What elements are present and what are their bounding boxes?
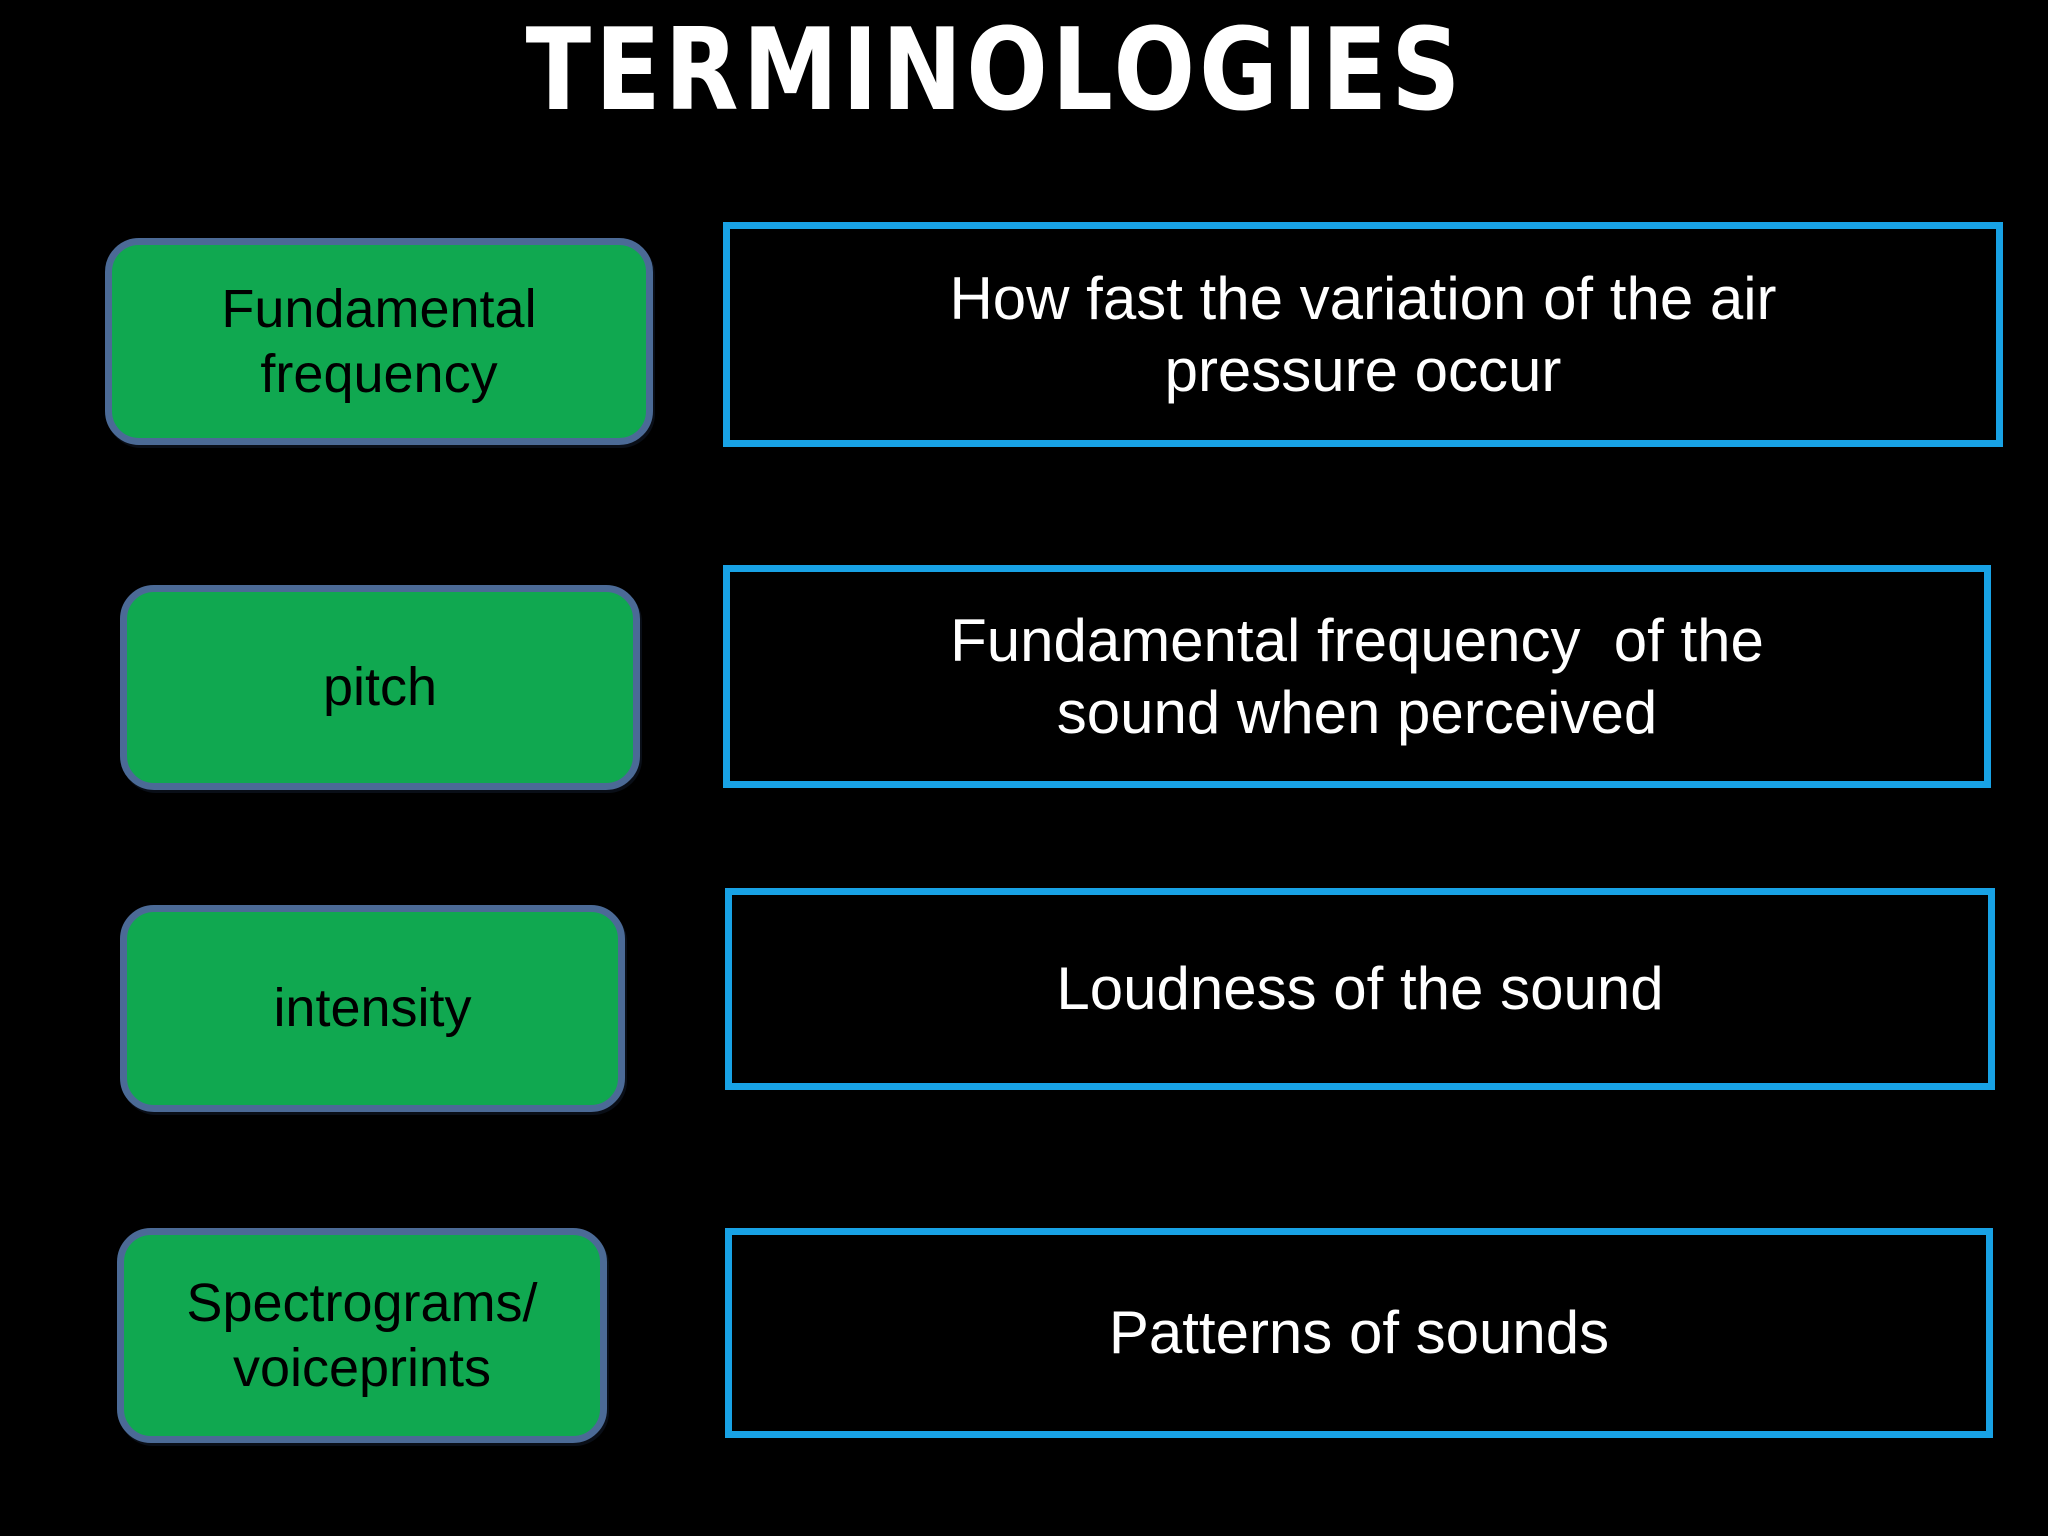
definition-text-line: Patterns of sounds [1108,1299,1610,1366]
term-label-line: intensity [273,978,472,1039]
definition-text-line: How fast the variation of the air [949,264,1777,332]
term-box-intensity: intensity [120,905,625,1112]
slide-title: TERMINOLOGIES [525,4,1465,137]
term-label-line: frequency [260,343,498,404]
term-label-line: pitch [322,657,438,718]
definition-text-line: Fundamental frequency of the [950,606,1764,674]
term-box-spectrograms-voiceprints: Spectrograms/voiceprints [117,1228,607,1443]
definition-text-line: sound when perceived [1056,678,1658,746]
definition-text-line: Loudness of the sound [1056,955,1664,1022]
definition-box-spectrograms-voiceprints: Patterns of sounds [725,1228,1993,1438]
definition-box-intensity: Loudness of the sound [725,888,1995,1090]
term-label-line: Fundamental [221,278,537,339]
term-box-pitch: pitch [120,585,640,790]
definition-text-line: pressure occur [1164,336,1562,404]
term-label-line: Spectrograms/ [186,1272,538,1333]
term-label-line: voiceprints [232,1337,492,1398]
